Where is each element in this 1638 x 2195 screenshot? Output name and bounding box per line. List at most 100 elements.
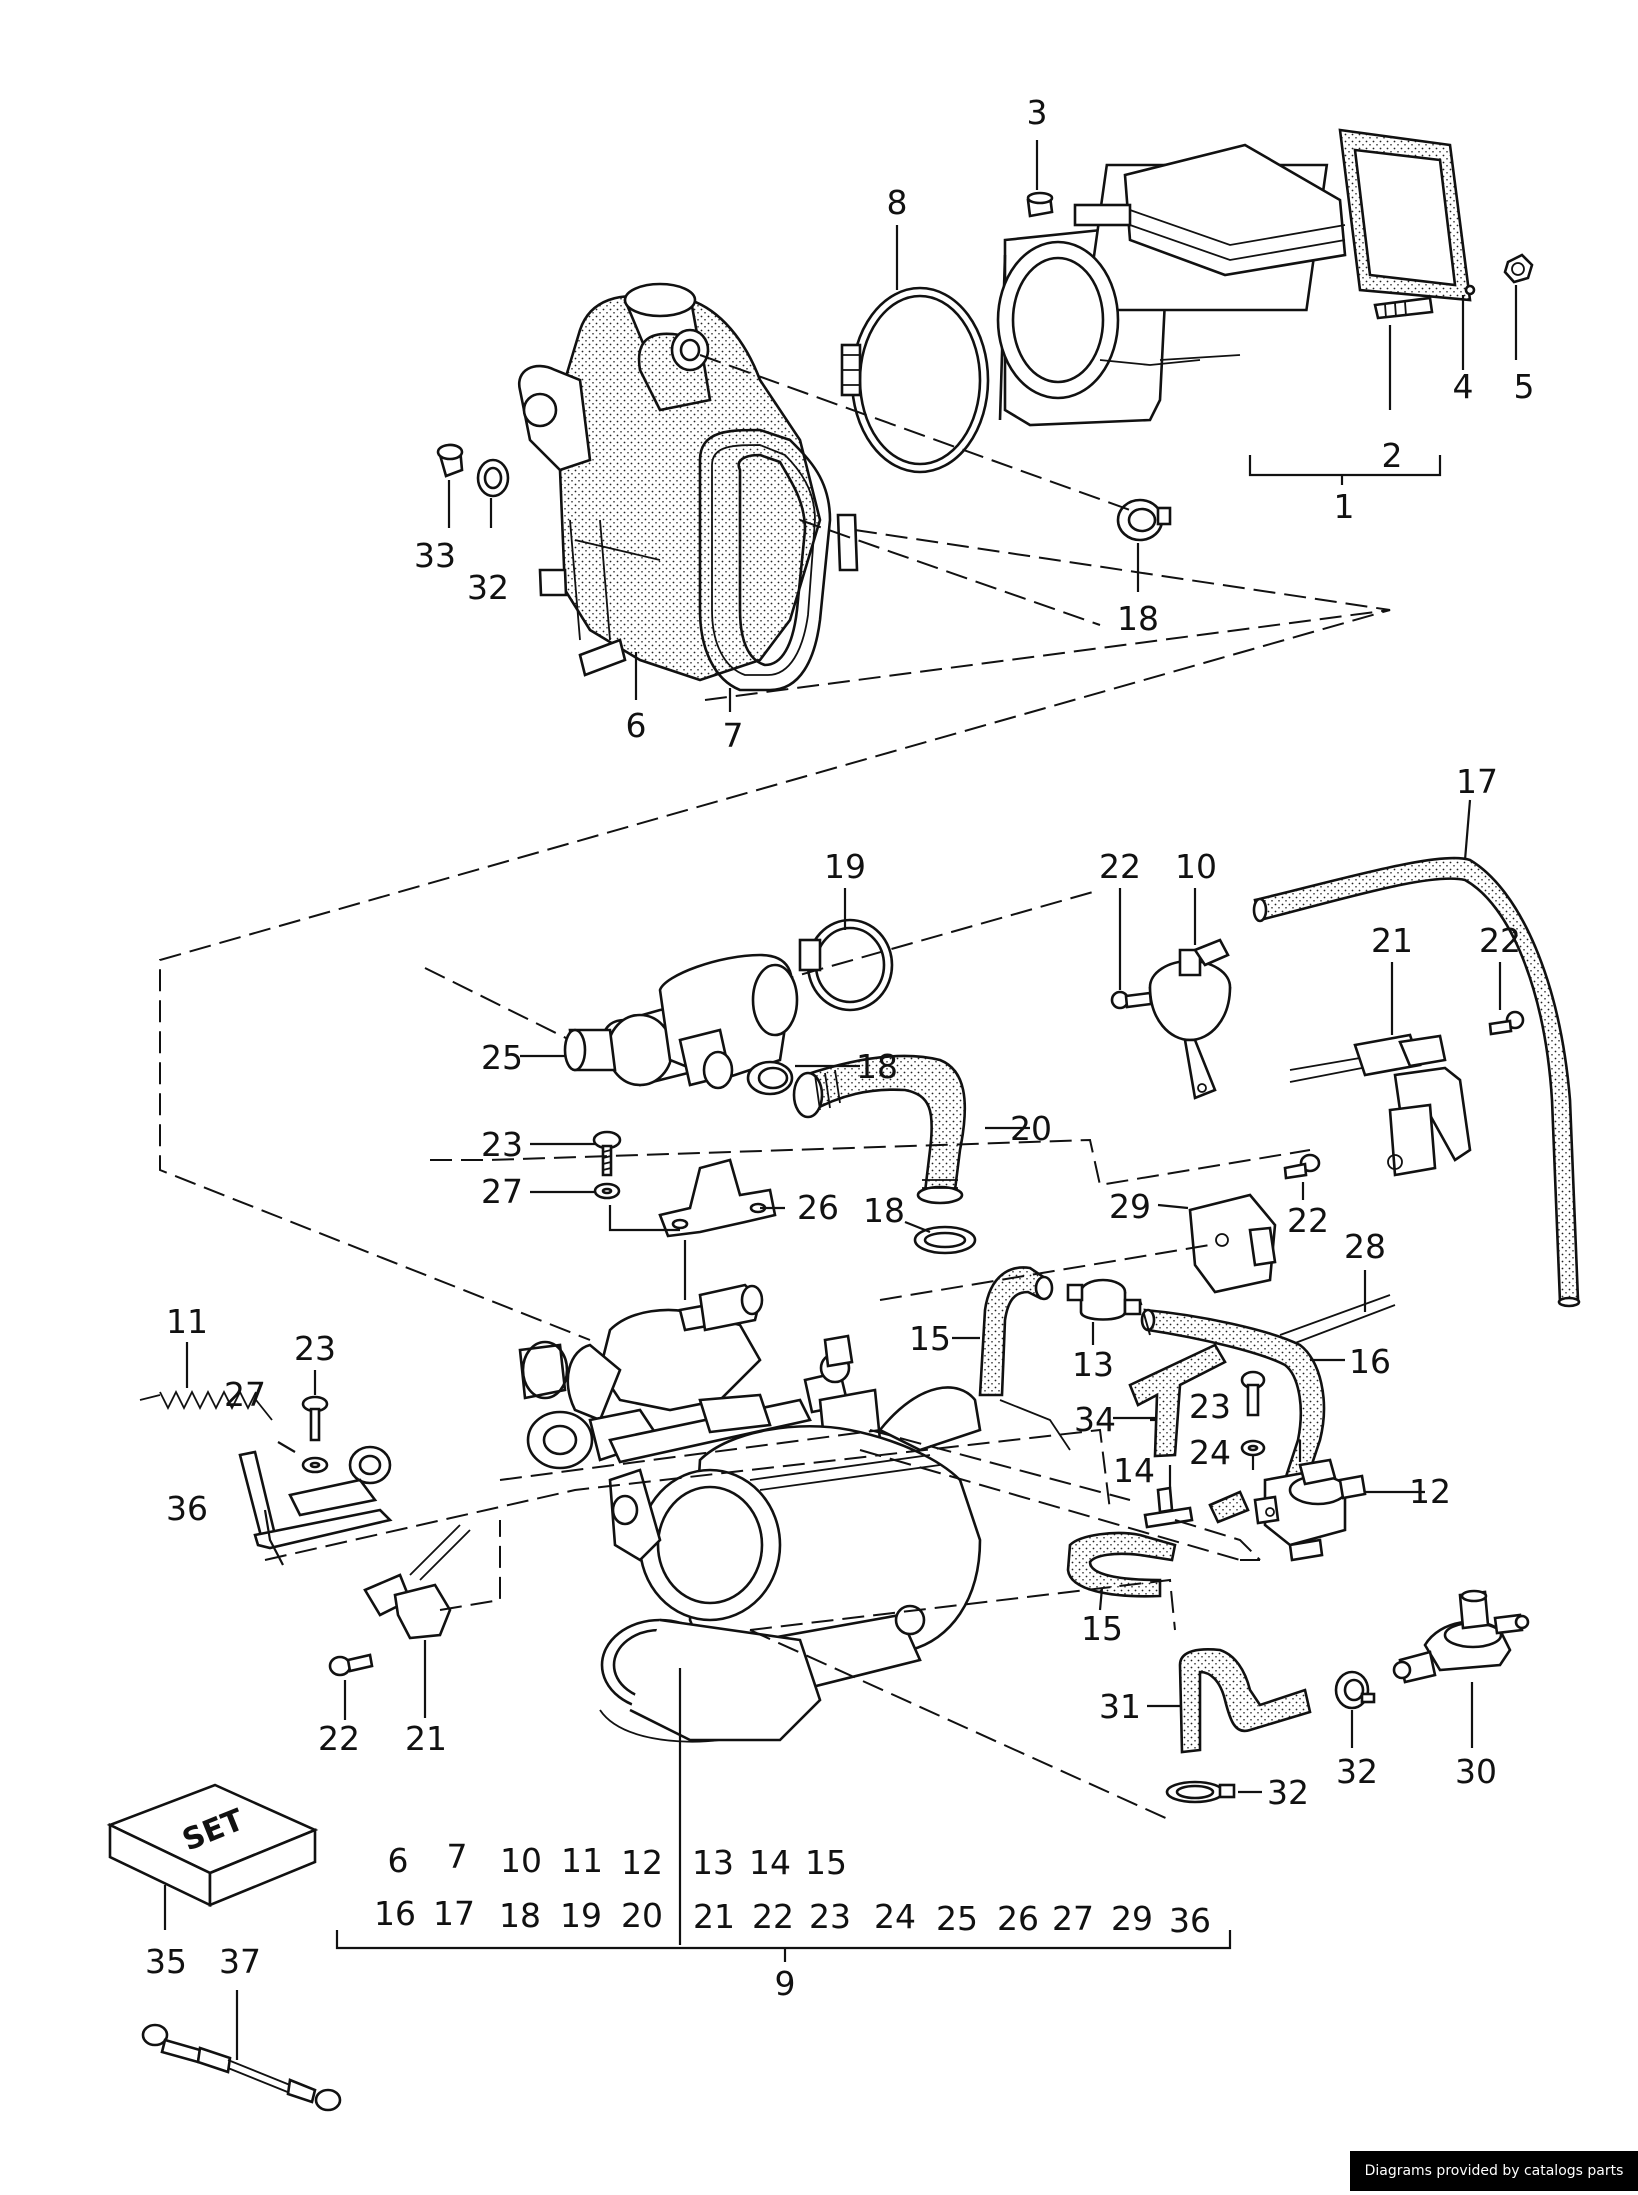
hose-icon bbox=[978, 1266, 1054, 1397]
label-28: 28 bbox=[1344, 1227, 1386, 1266]
kit-item: 14 bbox=[749, 1843, 791, 1882]
label-16: 16 bbox=[1349, 1342, 1391, 1381]
connector-icon bbox=[1188, 1193, 1277, 1294]
rod-icon bbox=[141, 2023, 342, 2112]
nut-icon bbox=[1026, 191, 1534, 296]
hose-clamp-icon bbox=[798, 918, 894, 1012]
label-34: 34 bbox=[1074, 1400, 1116, 1439]
kit-item: 36 bbox=[1169, 1901, 1211, 1940]
plug-icon bbox=[436, 443, 464, 478]
kit-item: 6 bbox=[388, 1841, 409, 1880]
label-19: 19 bbox=[824, 847, 866, 886]
label-13: 13 bbox=[1072, 1345, 1114, 1384]
hose-icon bbox=[1252, 856, 1581, 1308]
label-32: 32 bbox=[1267, 1773, 1309, 1812]
hose-clamp-icon bbox=[1116, 498, 1172, 542]
washer-icon bbox=[301, 1456, 329, 1474]
label-4: 4 bbox=[1453, 367, 1474, 406]
throttle-housing-icon bbox=[518, 1283, 1071, 1743]
hose-icon bbox=[792, 1054, 967, 1205]
label-18: 18 bbox=[856, 1047, 898, 1086]
hose-clamp-icon bbox=[746, 1060, 794, 1096]
label-7: 7 bbox=[723, 716, 744, 755]
label-24: 24 bbox=[1189, 1433, 1231, 1472]
kit-item: 23 bbox=[809, 1897, 851, 1936]
label-22: 22 bbox=[1287, 1201, 1329, 1240]
kit-item: 7 bbox=[447, 1837, 468, 1876]
label-2: 2 bbox=[1382, 436, 1403, 475]
kit-box-icon: SET bbox=[106, 1783, 319, 1908]
label-25: 25 bbox=[481, 1038, 523, 1077]
screw-icon bbox=[301, 1395, 329, 1442]
label-18: 18 bbox=[1117, 599, 1159, 638]
label-11: 11 bbox=[166, 1302, 208, 1341]
label-5: 5 bbox=[1514, 367, 1535, 406]
kit-item: 27 bbox=[1052, 1899, 1094, 1938]
hose-clamp-icon bbox=[1334, 1670, 1376, 1710]
label-18: 18 bbox=[863, 1191, 905, 1230]
bracket-icon bbox=[658, 1158, 777, 1238]
kit-item: 22 bbox=[752, 1897, 794, 1936]
label-26: 26 bbox=[797, 1188, 839, 1227]
washer-icon bbox=[1240, 1439, 1266, 1457]
screw-icon bbox=[592, 1130, 622, 1177]
kit-item: 10 bbox=[500, 1841, 542, 1880]
label-22: 22 bbox=[318, 1719, 360, 1758]
label-22: 22 bbox=[1479, 921, 1521, 960]
kit-contents-row-1: 6 7 10 11 12 13 14 15 bbox=[388, 1837, 848, 1882]
kit-item: 20 bbox=[621, 1896, 663, 1935]
label-23: 23 bbox=[294, 1329, 336, 1368]
kit-item: 24 bbox=[874, 1897, 916, 1936]
kit-item: 26 bbox=[997, 1899, 1039, 1938]
hose-clamp-icon bbox=[476, 458, 510, 498]
kit-item: 18 bbox=[499, 1896, 541, 1935]
bracket-icon bbox=[238, 1445, 393, 1550]
hose-icon bbox=[1178, 1648, 1312, 1754]
hose-icon bbox=[1128, 1343, 1227, 1458]
label-23: 23 bbox=[1189, 1387, 1231, 1426]
label-21: 21 bbox=[405, 1719, 447, 1758]
label-8: 8 bbox=[887, 183, 908, 222]
kit-item: 29 bbox=[1111, 1899, 1153, 1938]
kit-item: 17 bbox=[433, 1894, 475, 1933]
label-15: 15 bbox=[1081, 1609, 1123, 1648]
label-27: 27 bbox=[224, 1375, 266, 1414]
screw-icon bbox=[1110, 990, 1153, 1010]
label-1: 1 bbox=[1334, 487, 1355, 526]
washer-icon bbox=[593, 1182, 621, 1200]
label-6: 6 bbox=[626, 706, 647, 745]
label-14: 14 bbox=[1113, 1451, 1155, 1490]
connector-icon bbox=[363, 1524, 471, 1640]
screw-icon bbox=[328, 1653, 374, 1677]
kit-item: 12 bbox=[621, 1843, 663, 1882]
vacuum-unit-icon bbox=[1392, 1589, 1530, 1684]
kit-contents-row-2: 16 17 18 19 20 21 22 23 24 25 26 27 29 3… bbox=[374, 1894, 1211, 1940]
label-33: 33 bbox=[414, 536, 456, 575]
label-35: 35 bbox=[145, 1942, 187, 1981]
label-21: 21 bbox=[1371, 921, 1413, 960]
connector-icon bbox=[1289, 1033, 1472, 1177]
kit-item: 11 bbox=[561, 1841, 603, 1880]
screw-icon bbox=[1488, 1010, 1525, 1036]
label-31: 31 bbox=[1099, 1687, 1141, 1726]
kit-item: 21 bbox=[693, 1897, 735, 1936]
screw-icon bbox=[1283, 1153, 1321, 1180]
label-30: 30 bbox=[1455, 1752, 1497, 1791]
check-valve-icon bbox=[1066, 1278, 1142, 1321]
label-32: 32 bbox=[1336, 1752, 1378, 1791]
hose-clamp-icon bbox=[840, 286, 990, 474]
kit-item: 25 bbox=[936, 1899, 978, 1938]
label-3: 3 bbox=[1027, 93, 1048, 132]
kit-item: 16 bbox=[374, 1894, 416, 1933]
label-22: 22 bbox=[1099, 847, 1141, 886]
idle-valve-icon bbox=[563, 953, 799, 1090]
label-37: 37 bbox=[219, 1942, 261, 1981]
label-23: 23 bbox=[481, 1125, 523, 1164]
solenoid-valve-icon bbox=[1253, 1458, 1367, 1562]
label-36: 36 bbox=[166, 1489, 208, 1528]
label-27: 27 bbox=[481, 1172, 523, 1211]
gasket-icon bbox=[698, 428, 859, 692]
label-32: 32 bbox=[467, 568, 509, 607]
label-9: 9 bbox=[775, 1964, 796, 2003]
